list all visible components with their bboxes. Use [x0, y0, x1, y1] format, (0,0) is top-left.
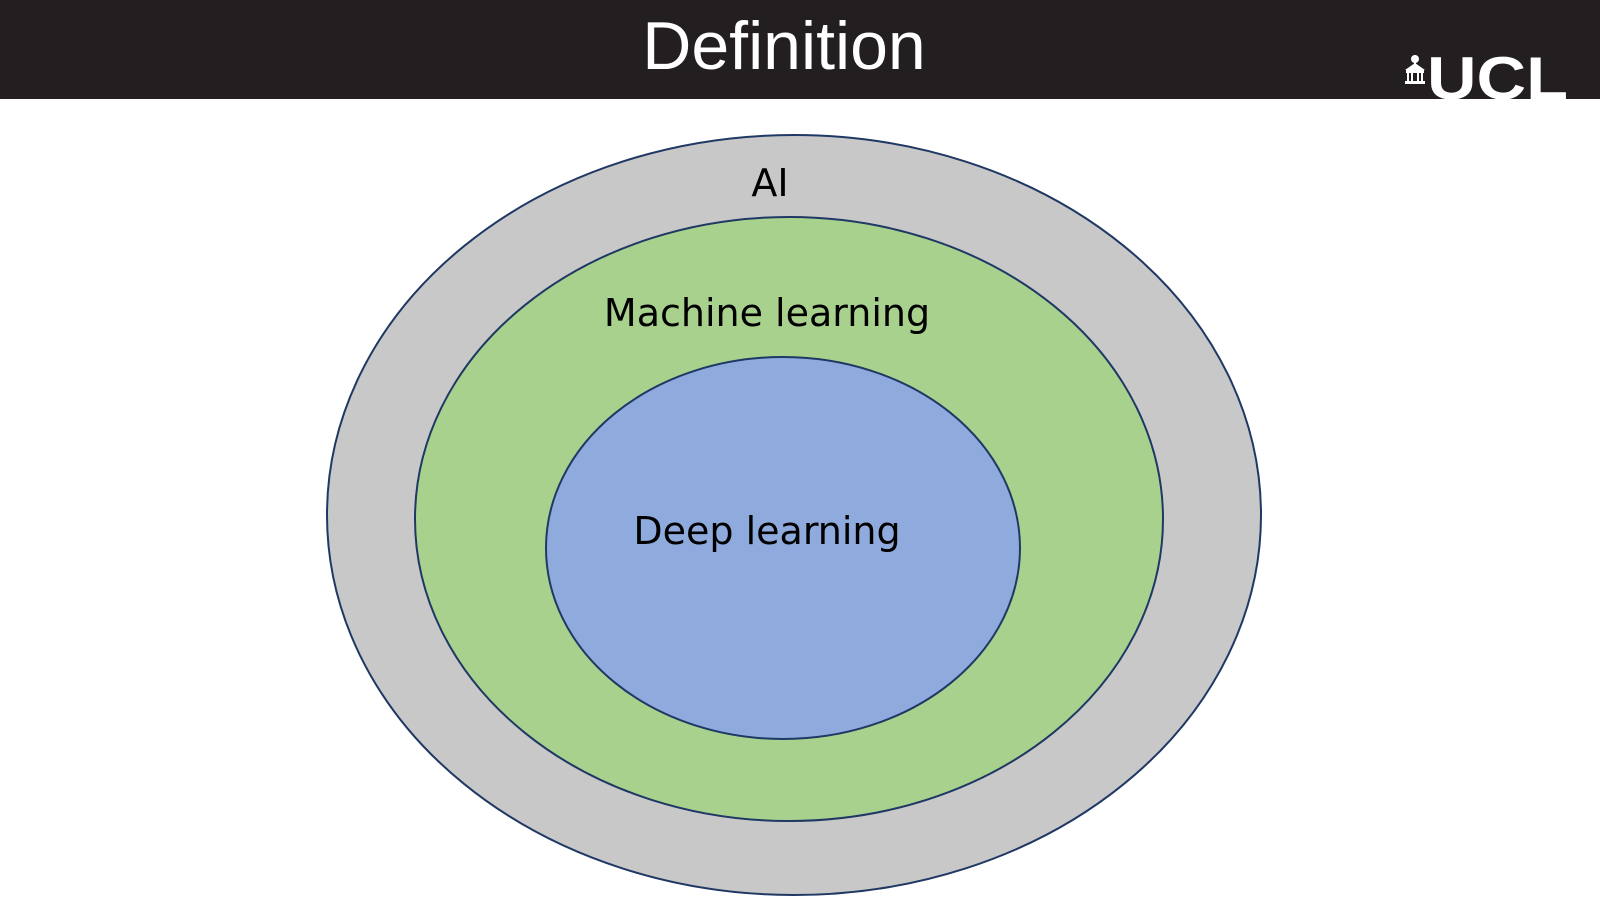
machine-learning-label: Machine learning	[604, 291, 930, 335]
slide-title: Definition	[642, 8, 926, 84]
title-bar: Definition UCL	[0, 0, 1600, 99]
ucl-wordmark: UCL	[1427, 50, 1568, 99]
ai-label: AI	[751, 161, 788, 205]
deep-learning-ellipse	[545, 356, 1021, 740]
portico-icon	[1405, 55, 1425, 84]
deep-learning-label: Deep learning	[633, 509, 900, 553]
ucl-logo: UCL	[1405, 50, 1568, 99]
